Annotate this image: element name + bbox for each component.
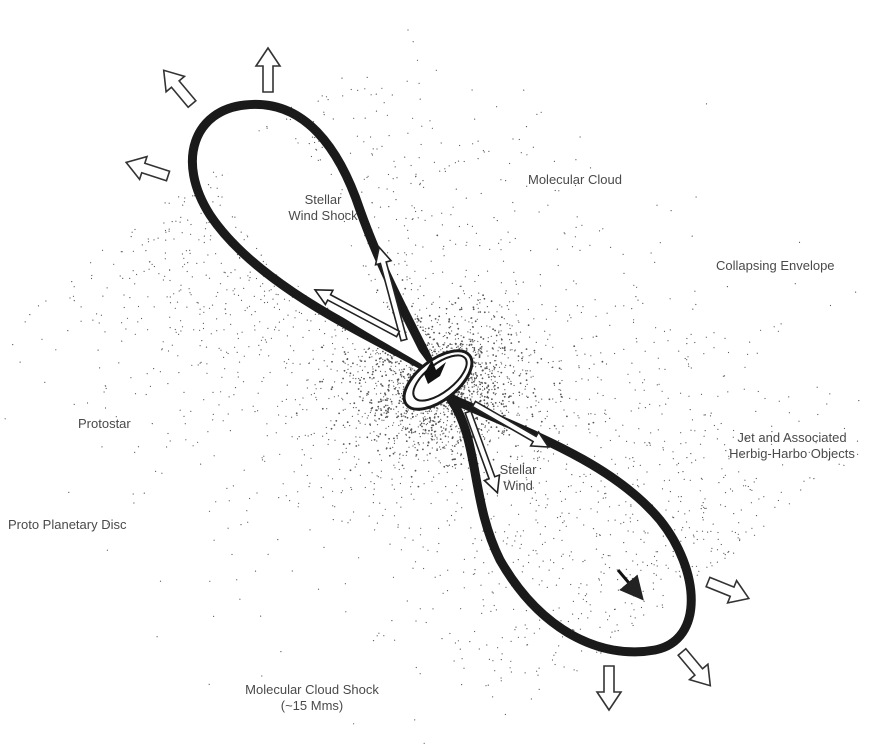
- stellar-wind-shock-label: Stellar Wind Shock: [268, 192, 378, 224]
- collapsing-envelope-label: Collapsing Envelope: [716, 258, 835, 273]
- jet-label-line-1: Jet and Associated: [737, 430, 847, 445]
- cloud-shock-arrows: [124, 46, 751, 712]
- proto-planetary-disc: [402, 349, 474, 411]
- stellar-wind-shock-line-2: Wind Shock: [288, 208, 358, 223]
- protostar-label: Protostar: [78, 416, 131, 431]
- jet-arrow: [616, 569, 644, 601]
- jet-gap: [638, 484, 656, 500]
- stellar-wind-line-2: Wind: [503, 478, 533, 493]
- lower-lobe: [445, 393, 696, 657]
- cloud-shock-line-2: (~15 Mms): [280, 698, 344, 713]
- protostar: [424, 360, 446, 384]
- stellar-wind-arrows: [313, 245, 551, 495]
- jet-label-line-2: Herbig-Harbo Objects: [729, 446, 855, 461]
- jet-label: Jet and Associated Herbig-Harbo Objects: [712, 430, 872, 462]
- molecular-cloud-label: Molecular Cloud: [528, 172, 622, 187]
- cloud-shock-line-1: Molecular Cloud Shock: [245, 682, 379, 697]
- proto-planetary-disc-label: Proto Planetary Disc: [8, 517, 127, 532]
- molecular-cloud-shock-label: Molecular Cloud Shock (~15 Mms): [222, 682, 402, 714]
- stellar-wind-line-1: Stellar: [499, 462, 537, 477]
- stellar-wind-shock-line-1: Stellar: [304, 192, 342, 207]
- stellar-wind-label: Stellar Wind: [488, 462, 548, 494]
